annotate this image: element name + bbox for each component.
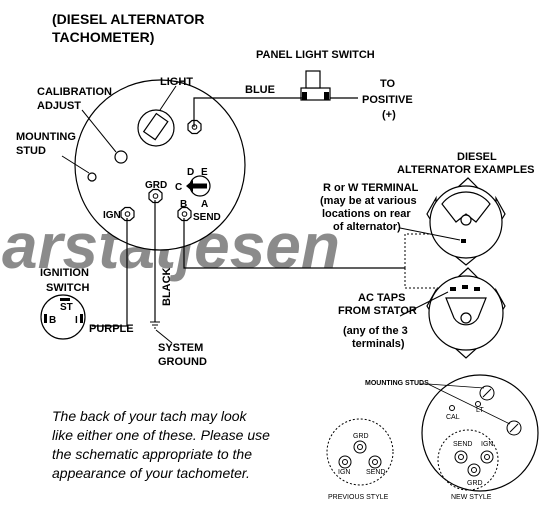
alternator-leaders — [399, 227, 461, 317]
send-wire — [183, 218, 405, 269]
black-wire-label: BLACK — [161, 267, 173, 306]
new-mounting-stud-2-icon — [506, 420, 522, 436]
dial-letter-a: A — [201, 199, 208, 210]
to-positive-label-2: POSITIVE — [362, 94, 413, 106]
switch-b-label: B — [49, 315, 56, 326]
switch-i-label: I — [75, 315, 78, 326]
new-grd-label: GRD — [467, 480, 483, 487]
panel-light-switch-icon — [300, 70, 331, 101]
ignition-switch-label-2: SWITCH — [46, 282, 89, 294]
mounting-studs-label: MOUNTING STUDS — [365, 380, 429, 387]
new-grd-terminal-icon — [467, 463, 481, 477]
tachometer-housing — [74, 79, 246, 251]
ac-taps-label-4: terminals) — [352, 338, 405, 350]
prev-send-label: SEND — [366, 469, 385, 476]
ac-taps-label-2: FROM STATOR — [338, 305, 417, 317]
system-ground-label-2: GROUND — [158, 356, 207, 368]
new-style-diagram — [421, 374, 539, 492]
wires — [92, 97, 405, 327]
panel-light-switch-label: PANEL LIGHT SWITCH — [256, 49, 375, 61]
prev-grd-label: GRD — [353, 433, 369, 440]
alternator-1-icon — [426, 177, 506, 266]
to-positive-label-1: TO — [380, 78, 396, 90]
ground-symbol-icon — [150, 321, 173, 344]
note-line-1: The back of your tach may look — [52, 408, 248, 424]
ignition-switch-label-1: IGNITION — [40, 267, 89, 279]
rw-terminal-label-1: R or W TERMINAL — [323, 182, 419, 194]
mounting-studs-leaders — [420, 383, 511, 425]
new-style-label: NEW STYLE — [451, 494, 492, 501]
new-ign-terminal-icon — [480, 450, 494, 464]
selector-dial-icon — [186, 175, 211, 197]
note-line-4: appearance of your tachometer. — [52, 465, 250, 481]
title-line-2: TACHOMETER) — [52, 29, 154, 45]
to-positive-label-3: (+) — [382, 109, 396, 121]
system-ground-label-1: SYSTEM — [158, 342, 203, 354]
mounting-stud-icon — [87, 172, 97, 182]
note-line-3: the schematic appropriate to the — [52, 446, 252, 462]
grd-label: GRD — [145, 180, 167, 191]
new-send-terminal-icon — [454, 450, 468, 464]
ign-label: IGN — [103, 210, 121, 221]
rw-terminal-label-4: of alternator) — [333, 221, 401, 233]
ignition-switch-icon — [40, 294, 86, 340]
dial-letter-b: B — [180, 199, 187, 210]
mounting-label-1: MOUNTING — [16, 131, 76, 143]
prev-grd-terminal-icon — [353, 440, 367, 454]
send-label: SEND — [193, 212, 221, 223]
previous-style-label: PREVIOUS STYLE — [328, 494, 389, 501]
prev-ign-terminal-icon — [338, 455, 352, 469]
new-cal-icon — [449, 405, 455, 411]
alternator-2-icon — [426, 267, 506, 359]
rw-terminal-label-3: locations on rear — [322, 208, 411, 220]
ac-taps-label-3: (any of the 3 — [343, 325, 408, 337]
title-line-1: (DIESEL ALTERNATOR — [52, 11, 204, 27]
dial-letter-d: D — [187, 167, 194, 178]
blue-wire-label: BLUE — [245, 84, 275, 96]
blue-wire — [193, 97, 302, 127]
send-terminal-icon — [177, 206, 192, 222]
dial-letter-c: C — [175, 182, 182, 193]
prev-ign-label: IGN — [338, 469, 350, 476]
new-lt-label: LT — [476, 407, 484, 414]
new-mounting-stud-icon — [479, 385, 495, 401]
light-socket-icon — [137, 109, 175, 147]
rw-terminal-label-2: (may be at various — [320, 195, 417, 207]
dial-letter-e: E — [201, 167, 208, 178]
calibration-label-1: CALIBRATION — [37, 86, 112, 98]
diesel-label-1: DIESEL — [457, 151, 497, 163]
new-send-label: SEND — [453, 441, 472, 448]
ign-terminal-icon — [120, 206, 135, 222]
new-cal-label: CAL — [446, 414, 460, 421]
purple-wire-label: PURPLE — [89, 323, 134, 335]
diesel-label-2: ALTERNATOR EXAMPLES — [397, 164, 535, 176]
switch-st-label: ST — [60, 302, 73, 313]
prev-send-terminal-icon — [368, 455, 382, 469]
leader-lines — [61, 85, 177, 174]
calibration-adjust-icon — [114, 150, 128, 164]
new-lt-icon — [475, 401, 481, 407]
purple-wire — [92, 218, 128, 327]
previous-style-diagram — [326, 418, 394, 486]
tachometer-back — [74, 79, 246, 251]
ac-taps-label-1: AC TAPS — [358, 292, 405, 304]
mounting-label-2: STUD — [16, 145, 46, 157]
note-line-2: like either one of these. Please use — [52, 427, 270, 443]
light-label: LIGHT — [160, 76, 193, 88]
grd-terminal-icon — [148, 188, 163, 204]
calibration-label-2: ADJUST — [37, 100, 81, 112]
new-ign-label: IGN — [481, 441, 493, 448]
